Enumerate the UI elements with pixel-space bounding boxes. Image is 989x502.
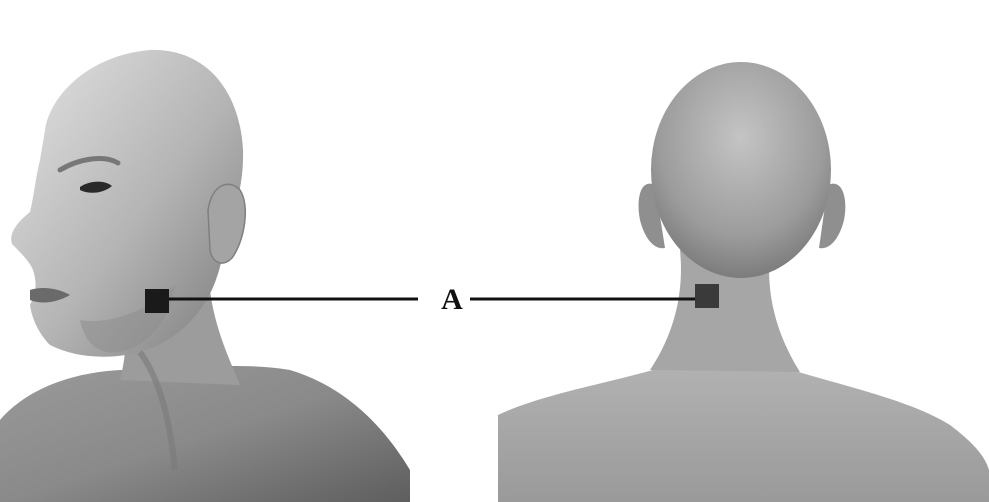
label-a: A bbox=[437, 280, 467, 320]
back-head bbox=[651, 62, 831, 278]
back-view-figure bbox=[498, 62, 989, 502]
side-view-figure bbox=[0, 50, 410, 502]
side-shoulders bbox=[0, 366, 410, 502]
marker-back-square bbox=[695, 284, 719, 308]
side-ear bbox=[208, 184, 245, 263]
marker-side-square bbox=[145, 289, 169, 313]
back-shoulders bbox=[498, 358, 989, 502]
